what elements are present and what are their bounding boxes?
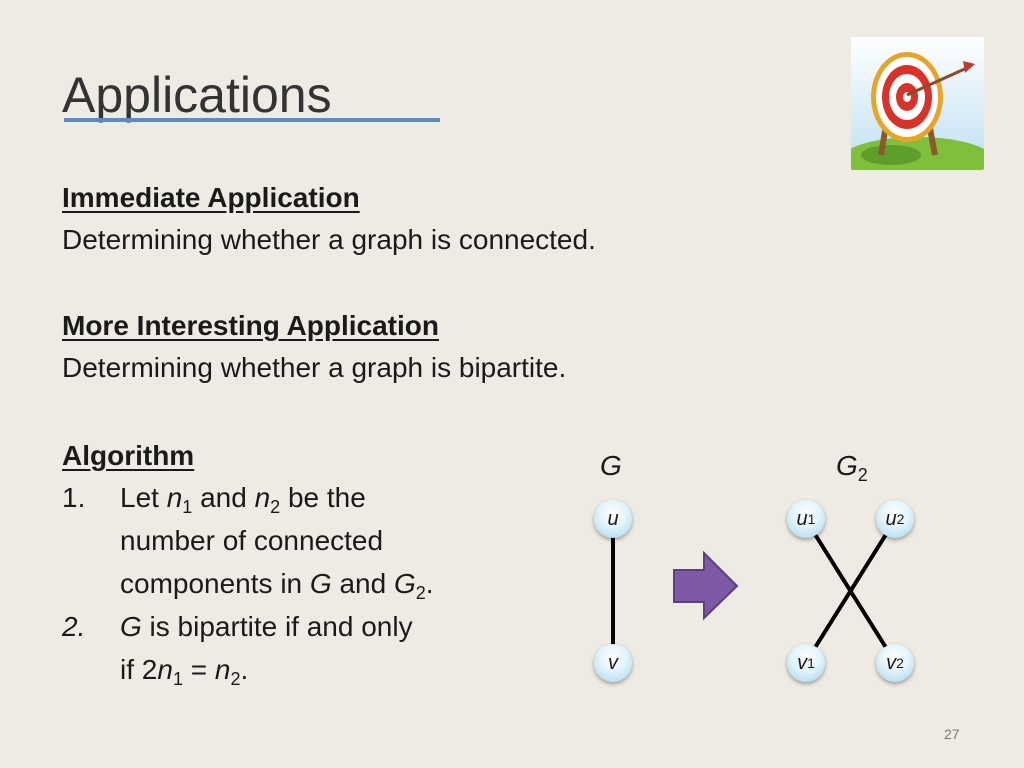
var-n: n xyxy=(166,482,183,513)
subscript: 1 xyxy=(182,497,193,517)
subscript: 2 xyxy=(415,583,426,603)
step-number: 2. xyxy=(62,611,86,642)
text-run: and xyxy=(331,568,394,599)
var-G: G xyxy=(393,568,416,599)
page-number: 27 xyxy=(944,726,960,742)
var-n: n xyxy=(157,654,173,685)
node-label: u xyxy=(607,507,619,530)
interesting-application-heading: More Interesting Application xyxy=(62,310,439,341)
graph-node-u: u xyxy=(594,500,632,538)
edge-u2-v1 xyxy=(804,518,897,664)
algorithm-step-1-line-2: number of connected xyxy=(120,525,384,556)
algorithm-step-1-line-3: components in G and G2. xyxy=(120,568,434,603)
node-label: v xyxy=(797,651,808,674)
graph-g2-label: G2 xyxy=(836,450,868,485)
subscript: 2 xyxy=(230,669,241,689)
text-run: be the xyxy=(280,482,366,513)
label-text: G xyxy=(836,450,858,481)
var-G: G xyxy=(309,568,332,599)
step-number: 1. xyxy=(62,482,86,513)
algorithm-heading: Algorithm xyxy=(62,440,195,471)
subscript: 1 xyxy=(172,669,183,689)
slide-title: Applications xyxy=(62,67,332,123)
algorithm-step-2: 2. G is bipartite if and only xyxy=(62,611,413,643)
node-label: u xyxy=(885,507,897,530)
var-n: n xyxy=(254,482,271,513)
text-run: is bipartite if and only xyxy=(141,611,413,642)
node-label: v xyxy=(608,651,618,674)
text-run: . xyxy=(425,568,434,599)
text-run: = xyxy=(182,654,215,685)
algorithm-step-1: 1.Let n1 and n2 be the xyxy=(62,482,366,517)
var-n: n xyxy=(214,654,231,685)
graph-node-v: v xyxy=(594,644,632,682)
node-label: u xyxy=(796,507,808,530)
subscript: 2 xyxy=(857,465,868,485)
subscript: 2 xyxy=(270,497,281,517)
text-run: and xyxy=(192,482,255,513)
immediate-application-heading: Immediate Application xyxy=(62,182,360,213)
immediate-application-text: Determining whether a graph is connected… xyxy=(62,224,596,255)
interesting-application-text: Determining whether a graph is bipartite… xyxy=(62,352,567,383)
text-run: if 2 xyxy=(120,654,158,685)
archery-target-icon xyxy=(851,37,984,170)
text-run: components in xyxy=(120,568,310,599)
right-arrow-icon xyxy=(673,550,739,621)
graph-g-label: G xyxy=(600,450,622,481)
node-label: v xyxy=(886,651,897,674)
algorithm-step-2-line-2: if 2n1 = n2. xyxy=(120,654,249,689)
text-run: Let xyxy=(120,482,167,513)
title-underline xyxy=(64,118,440,122)
text-run: . xyxy=(240,654,249,685)
var-G: G xyxy=(120,611,142,642)
